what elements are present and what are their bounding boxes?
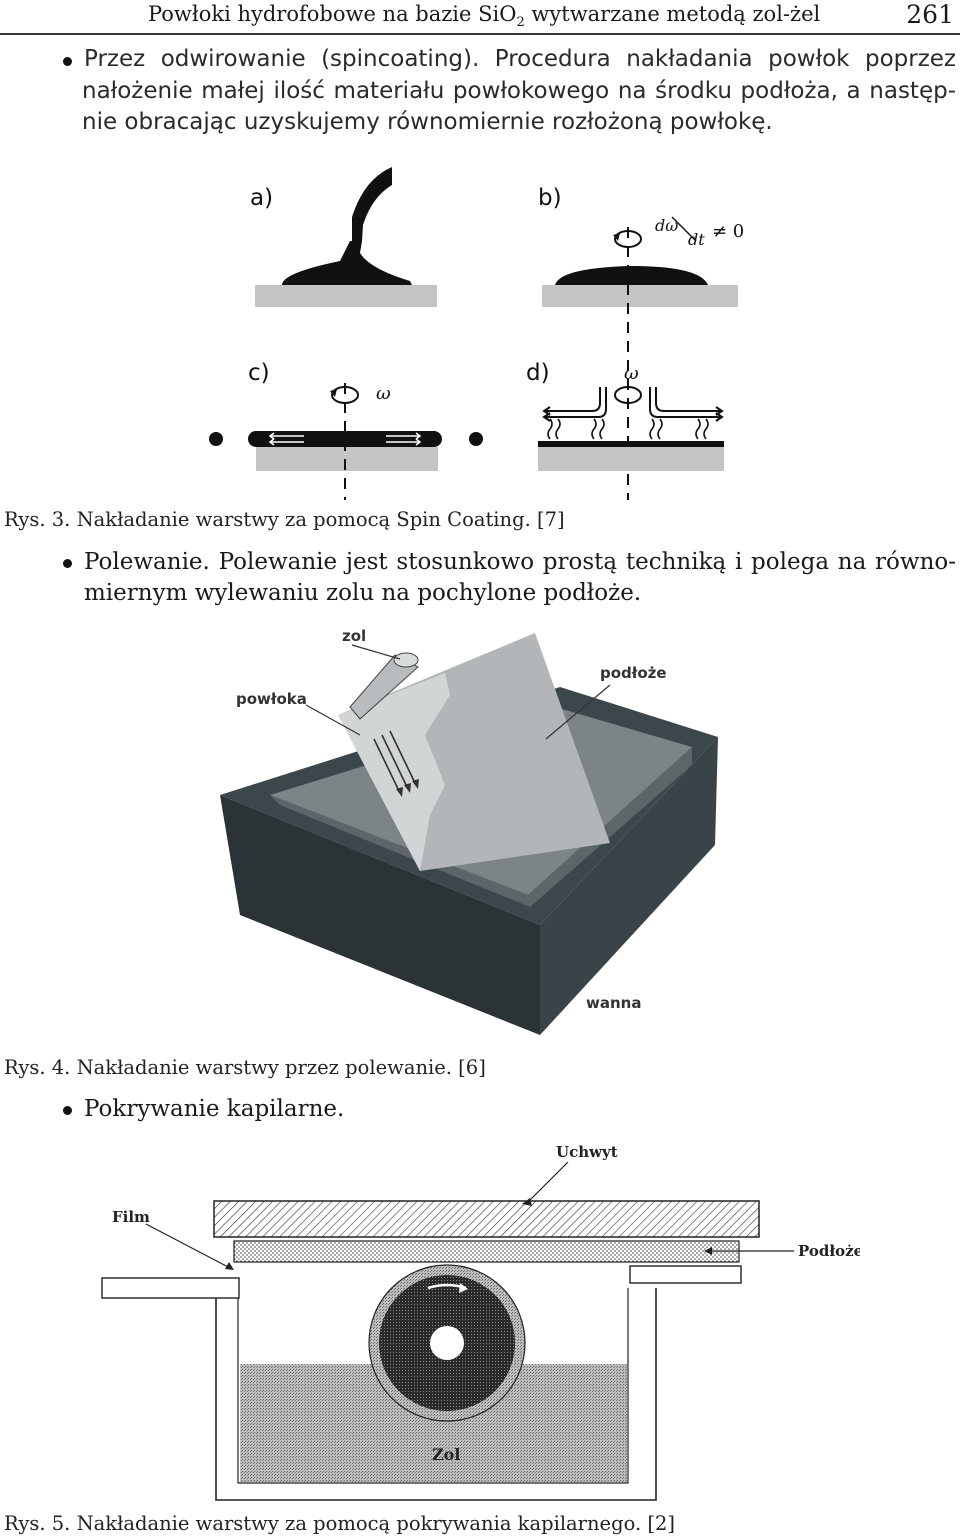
arrow-head-icon <box>522 1198 532 1206</box>
pointer-powloka <box>305 704 361 736</box>
panel-c-label: c) <box>248 360 270 386</box>
label-film: Film <box>112 1208 150 1226</box>
label-uchwyt: Uchwyt <box>556 1143 618 1161</box>
running-header: Powłoki hydrofobowe na bazie SiO2 wytwar… <box>148 2 820 30</box>
dispenser-nozzle <box>352 167 392 241</box>
panel-b-label: b) <box>538 185 562 211</box>
label-zol-5: Zol <box>432 1445 460 1464</box>
capillary-figure: Uchwyt Film Podłoże Zol <box>101 1143 860 1501</box>
fraction-slash <box>671 216 697 242</box>
nozzle-opening <box>393 652 419 668</box>
header-title-main: Powłoki hydrofobowe na bazie SiO <box>148 2 517 26</box>
pointer-film <box>145 1223 231 1269</box>
pouring-figure: zol powłoka podłoże wanna <box>220 627 718 1035</box>
substrate-layer <box>233 1240 740 1263</box>
dw-numerator: dω <box>655 216 678 235</box>
right-shelf <box>629 1265 742 1284</box>
spin-coating-figure: a) b) dω dt ≠ 0 c) ω d) ω <box>209 167 744 500</box>
pointer-uchwyt <box>527 1161 569 1203</box>
arrow-head-icon <box>225 1262 234 1270</box>
neq-zero: ≠ 0 <box>712 221 744 242</box>
tank-outline <box>215 1288 657 1501</box>
arrow-head-icon <box>704 1247 712 1255</box>
panel-a-label: a) <box>250 185 273 211</box>
cylinder-axle <box>430 1326 464 1360</box>
arrow-head-icon <box>459 1283 468 1293</box>
bullet-icon <box>63 559 72 568</box>
label-zol: zol <box>342 627 366 645</box>
tank-inner-outline <box>237 1288 629 1484</box>
pouring-paragraph: Polewanie. Polewanie jest stosunkowo pro… <box>84 547 956 609</box>
tank-inner-wall <box>270 747 692 907</box>
label-podloze: podłoże <box>600 664 667 682</box>
flow-arrows <box>373 730 417 794</box>
paragraph-line: Polewanie. Polewanie jest stosunkowo pro… <box>84 549 956 575</box>
paragraph-line: nie obracając uzyskujemy równomiernie ro… <box>82 109 773 135</box>
pointer-zol <box>351 644 401 660</box>
label-podloze-5: Podłoże <box>798 1242 860 1260</box>
bullet-icon <box>63 57 72 66</box>
outflow-arrows <box>268 432 422 446</box>
figure-5-caption: Rys. 5. Nakładanie warstwy za pomocą pok… <box>4 1512 675 1535</box>
capillary-title: Pokrywanie kapilarne. <box>84 1096 345 1122</box>
omega-c: ω <box>376 383 391 404</box>
substrate-b <box>542 285 738 307</box>
tank-front-side <box>220 795 540 1035</box>
header-title-rest: wytwarzane metodą zol-żel <box>524 2 821 26</box>
label-wanna: wanna <box>586 994 641 1012</box>
droplet-right <box>469 432 483 446</box>
evaporation-icons <box>547 418 709 440</box>
fluid-layer-b <box>555 266 708 285</box>
bullet-icon <box>63 1106 72 1115</box>
pointer-podloze <box>545 684 611 740</box>
sol-nozzle <box>349 654 419 720</box>
thin-film-d <box>538 441 724 447</box>
label-powloka: powłoka <box>236 690 307 708</box>
page-number: 261 <box>906 0 954 29</box>
substrate-d <box>538 447 724 471</box>
fluid-layer-c <box>248 431 442 447</box>
droplet-left <box>209 432 223 446</box>
flow-arrow-heads <box>396 779 419 797</box>
spin-coating-paragraph: Przez odwirowanie (spincoating). Procedu… <box>82 44 956 139</box>
paragraph-line: nałożenie małej ilość materiału powłokow… <box>82 77 956 104</box>
header-divider <box>0 33 960 35</box>
figure-4-caption: Rys. 4. Nakładanie warstwy przez polewan… <box>4 1056 486 1079</box>
air-flow-arrows <box>542 387 724 422</box>
omega-d: ω <box>624 363 639 384</box>
arrow-head-icon <box>613 233 620 241</box>
substrate-c <box>256 447 438 471</box>
left-shelf <box>101 1277 240 1299</box>
fluid-drop <box>282 241 412 285</box>
figure-3-caption: Rys. 3. Nakładanie warstwy za pomocą Spi… <box>4 508 565 531</box>
arrow-head-icon <box>330 389 337 397</box>
rotation-arrow-icon <box>614 386 642 404</box>
paragraph-line: Przez odwirowanie (spincoating). Procedu… <box>84 46 956 72</box>
coating-layer <box>338 673 450 871</box>
panel-d-label: d) <box>526 360 550 386</box>
substrate-a <box>255 285 437 307</box>
tank-right-side <box>540 737 718 1035</box>
header-title-subscript: 2 <box>516 15 525 31</box>
dw-denominator: dt <box>688 230 705 249</box>
paragraph-line: miernym wylewaniu zolu na pochylone podł… <box>84 580 642 606</box>
holder-block <box>213 1200 760 1238</box>
